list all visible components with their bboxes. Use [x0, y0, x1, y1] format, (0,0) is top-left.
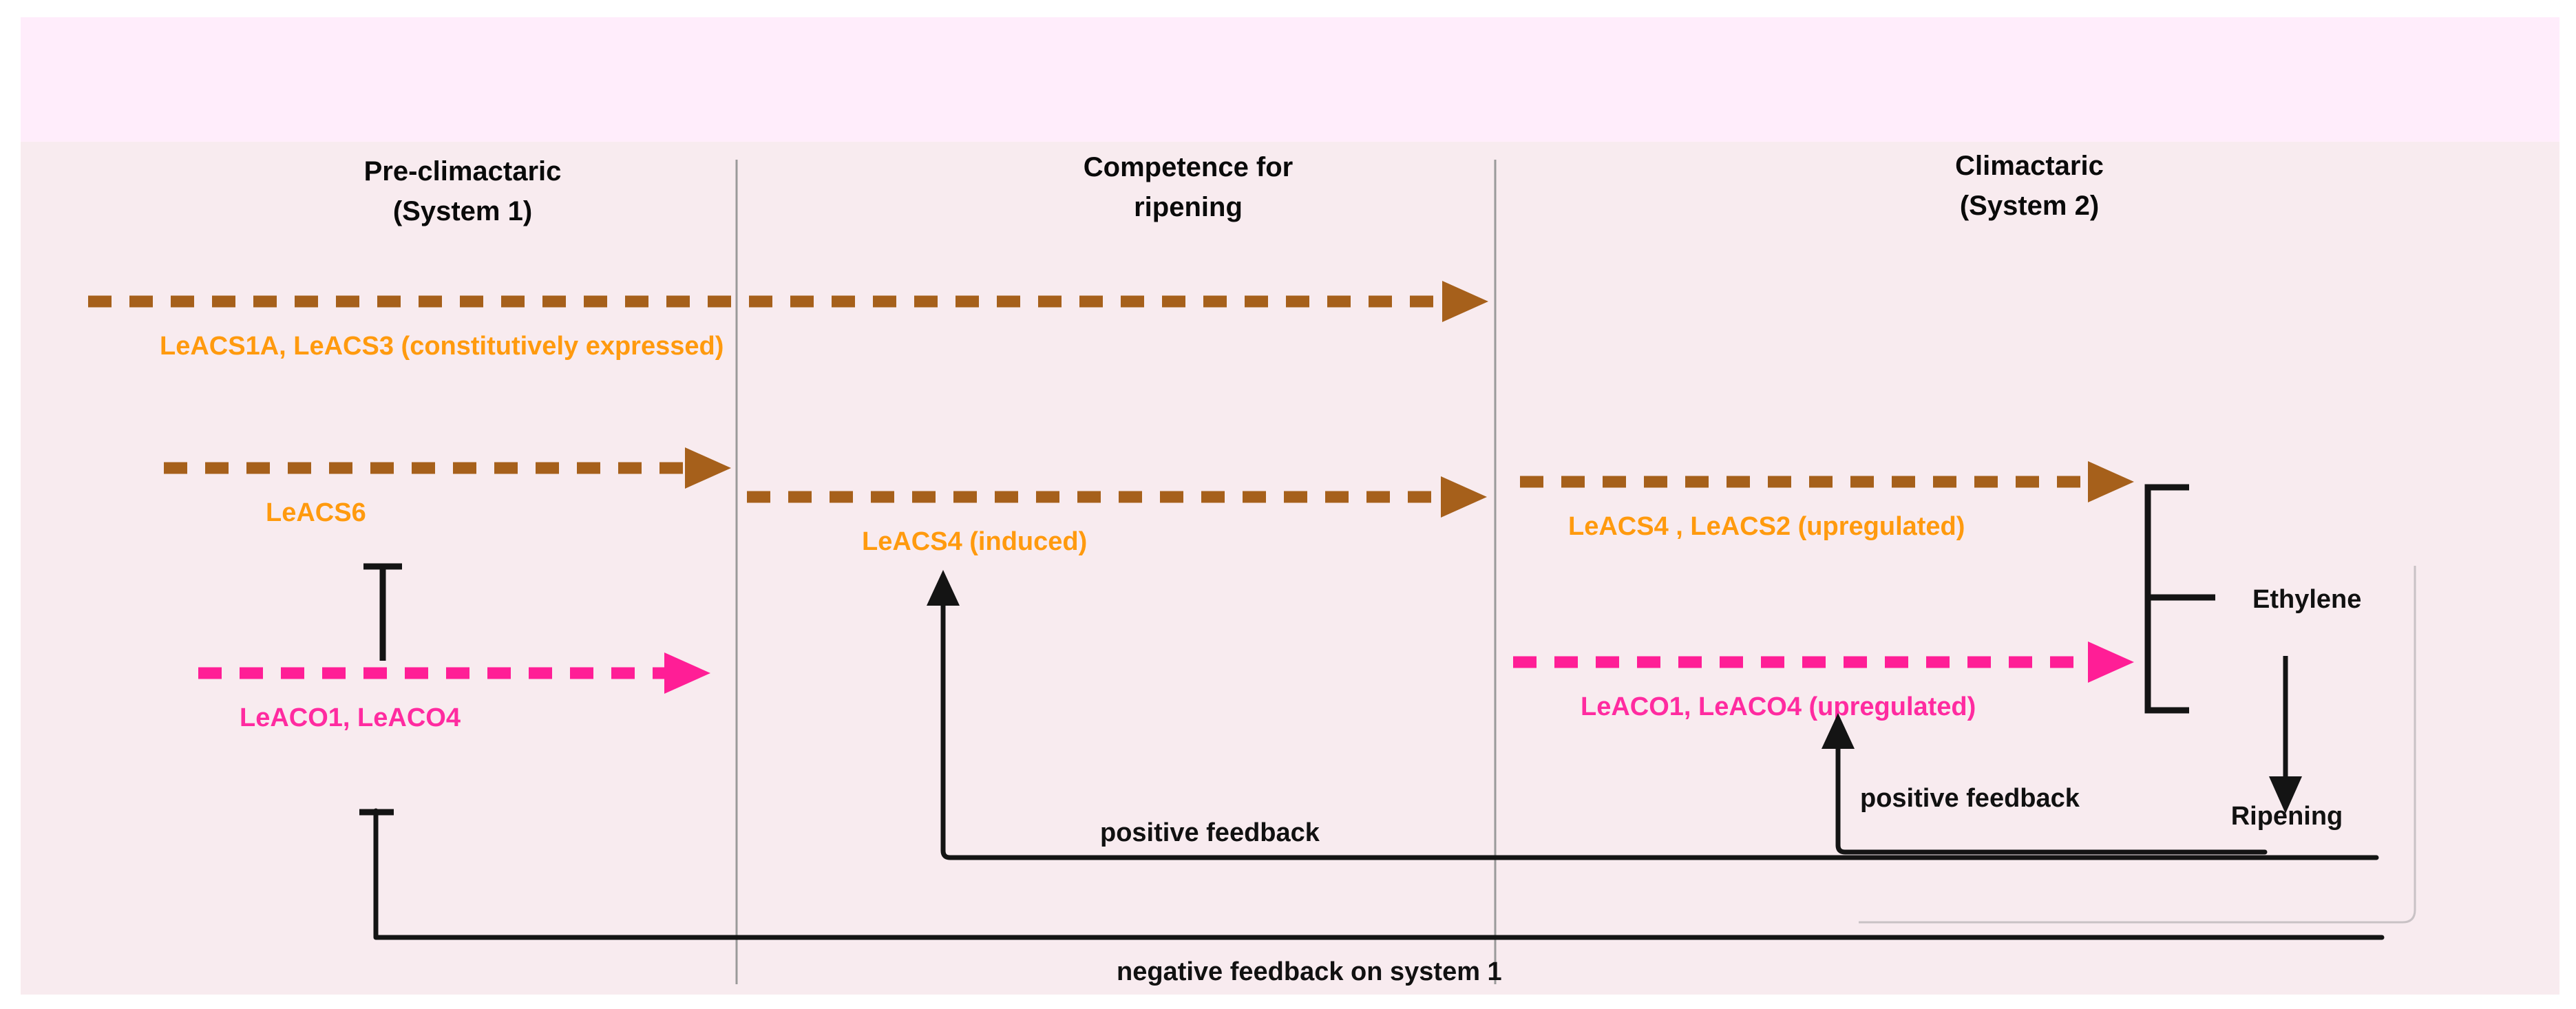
arrow-leacs4-leacs2-upregulated: LeACS4 , LeACS2 (upregulated) [1520, 461, 2134, 541]
column-heading-line2: (System 1) [393, 196, 532, 226]
arrow-head-pink [664, 652, 710, 694]
positive-feedback-right-head [1822, 713, 1855, 749]
arrow-leacs6: LeACS6 [164, 447, 731, 527]
ethylene-to-ripening-arrow: Ripening [2231, 656, 2343, 831]
positive-feedback-center-label: positive feedback [1100, 818, 1320, 847]
arrow-label-leaco1-leaco4: LeACO1, LeACO4 [240, 703, 461, 732]
arrow-head-brown [1442, 281, 1488, 322]
positive-feedback-center-path [940, 597, 2379, 860]
background-band-top [21, 17, 2559, 142]
arrow-leaco1-leaco4: LeACO1, LeACO4 [198, 652, 710, 732]
positive-feedback-right-path [1835, 741, 2268, 855]
column-heading-line1: Pre-climactaric [364, 156, 562, 187]
ethylene-bracket: Ethylene [2144, 484, 2361, 714]
positive-feedback-center: positive feedback [927, 570, 2379, 860]
column-heading-line1: Climactaric [1955, 151, 2104, 181]
ripening-label: Ripening [2231, 802, 2343, 831]
arrow-label-leaco1-leaco4-upregulated: LeACO1, LeACO4 (upregulated) [1581, 692, 1976, 721]
arrow-head-brown [2088, 461, 2134, 502]
positive-feedback-right-label: positive feedback [1860, 784, 2080, 813]
ethylene-label: Ethylene [2252, 585, 2361, 614]
arrow-leacs1a-leacs3: LeACS1A, LeACS3 (constitutively expresse… [88, 281, 1488, 361]
column-heading-competence: Competence for ripening [1084, 152, 1294, 222]
arrow-head-pink [2088, 641, 2134, 683]
column-heading-line2: ripening [1134, 192, 1243, 222]
positive-feedback-right: positive feedback [1822, 713, 2268, 855]
column-heading-line2: (System 2) [1960, 191, 2099, 221]
arrow-leacs4-induced: LeACS4 (induced) [747, 476, 1487, 556]
column-heading-pre-climactaric: Pre-climactaric (System 1) [364, 156, 562, 226]
column-heading-line1: Competence for [1084, 152, 1294, 182]
positive-feedback-center-head [927, 570, 960, 606]
arrow-head-brown [685, 447, 731, 489]
arrow-label-leacs6: LeACS6 [266, 498, 366, 527]
arrow-label-leacs4-leacs2: LeACS4 , LeACS2 (upregulated) [1568, 512, 1965, 541]
arrow-leaco1-leaco4-upregulated: LeACO1, LeACO4 (upregulated) [1513, 641, 2134, 721]
arrow-label-leacs1a-leacs3: LeACS1A, LeACS3 (constitutively expresse… [160, 332, 724, 361]
negative-feedback-system1: negative feedback on system 1 [359, 808, 2385, 986]
content-boundary [1859, 566, 2416, 924]
arrow-head-brown [1441, 476, 1487, 518]
arrow-label-leacs4-induced: LeACS4 (induced) [862, 527, 1087, 556]
negative-feedback-path [373, 808, 2385, 940]
ripening-arrow-head [2269, 776, 2302, 814]
negative-feedback-label: negative feedback on system 1 [1117, 957, 1502, 986]
column-heading-climactaric: Climactaric (System 2) [1955, 151, 2104, 221]
inhibition-marker-leacs6 [363, 563, 402, 661]
